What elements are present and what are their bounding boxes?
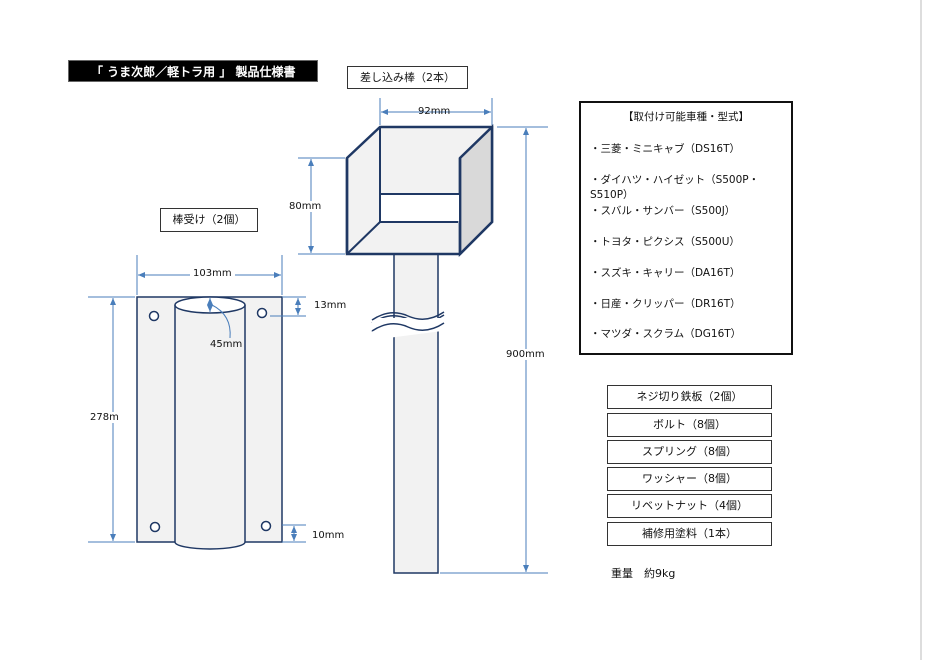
dim-receiver-height: 278m	[90, 412, 119, 423]
model-item: ・スズキ・キャリー（DA16T）	[590, 267, 741, 279]
document-title: 「 うま次郎／軽トラ用 」 製品仕様書	[68, 60, 318, 82]
model-item: ・ダイハツ・ハイゼット（S500P・S510P）	[590, 174, 760, 201]
rod-drawing	[345, 124, 494, 574]
receiver-label: 棒受け（2個）	[160, 208, 258, 232]
part-item: リベットナット（4個）	[607, 494, 772, 518]
part-item: ネジ切り鉄板（2個）	[607, 385, 772, 409]
rod-label: 差し込み棒（2本）	[347, 66, 468, 89]
models-heading: 【取付け可能車種・型式】	[623, 111, 749, 123]
receiver-drawing	[136, 296, 283, 550]
compatible-models-box: 【取付け可能車種・型式】 ・三菱・ミニキャブ（DS16T） ・ダイハツ・ハイゼッ…	[579, 101, 793, 355]
model-item: ・スバル・サンバー（S500J）	[590, 205, 736, 217]
part-item: 補修用塗料（1本）	[607, 522, 772, 546]
part-item: スプリング（8個）	[607, 440, 772, 464]
model-item: ・三菱・ミニキャブ（DS16T）	[590, 143, 741, 155]
model-item: ・トヨタ・ピクシス（S500U）	[590, 236, 740, 248]
model-item: ・マツダ・スクラム（DG16T）	[590, 328, 742, 340]
dim-top-offset: 13mm	[314, 300, 347, 311]
dim-bottom-offset: 10mm	[312, 530, 345, 541]
dim-rod-width: 92mm	[418, 106, 451, 117]
dim-receiver-width: 103mm	[190, 268, 235, 279]
dim-rod-head-height: 80mm	[289, 201, 322, 212]
part-item: ボルト（8個）	[607, 413, 772, 437]
dim-rod-length: 900mm	[506, 349, 545, 360]
weight-text: 重量 約9kg	[611, 567, 676, 580]
model-item: ・日産・クリッパー（DR16T）	[590, 298, 741, 310]
part-item: ワッシャー（8個）	[607, 467, 772, 491]
dim-receiver-diameter: 45mm	[210, 339, 243, 350]
